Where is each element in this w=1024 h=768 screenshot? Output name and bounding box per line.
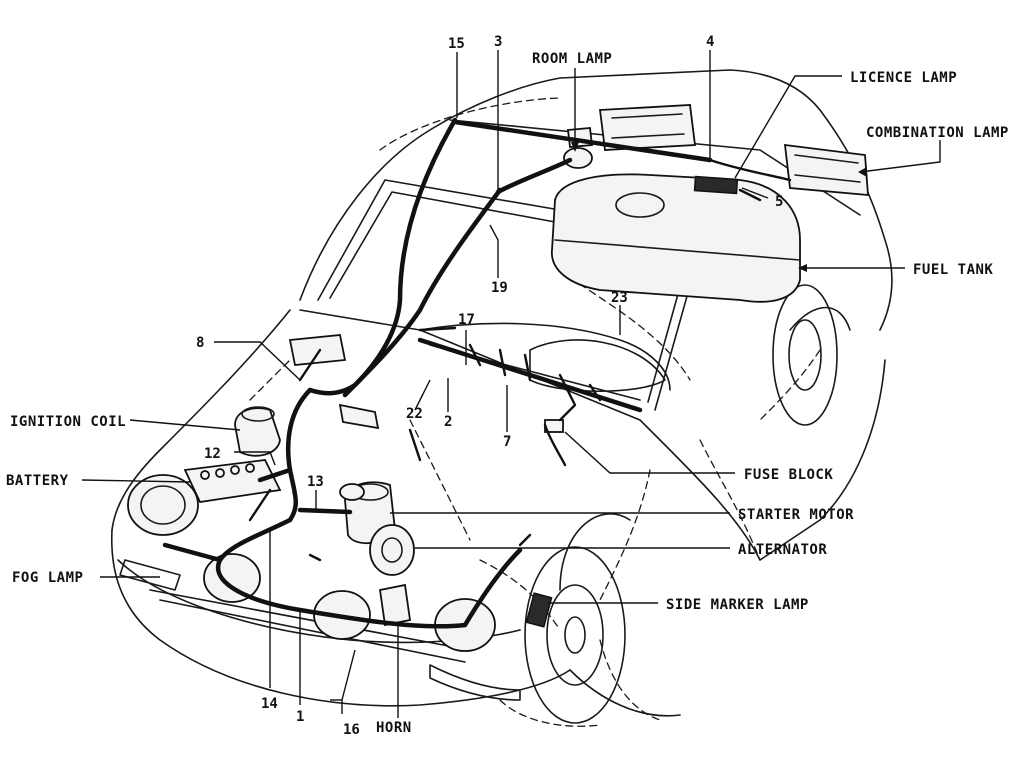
label-side-marker-lamp: SIDE MARKER LAMP (666, 597, 809, 613)
callout-2: 2 (444, 414, 452, 430)
callout-16: 16 (343, 722, 360, 738)
label-fuel-tank: FUEL TANK (913, 262, 993, 278)
callout-17: 17 (458, 312, 475, 328)
text-labels: ROOM LAMP LICENCE LAMP COMBINATION LAMP … (6, 51, 1009, 736)
dashboard (419, 322, 671, 401)
callout-4: 4 (706, 34, 714, 50)
fuel-tank (551, 173, 801, 303)
label-combination-lamp: COMBINATION LAMP (866, 125, 1009, 141)
distributor (339, 483, 365, 501)
callout-1: 1 (296, 709, 304, 725)
label-ignition-coil: IGNITION COIL (10, 414, 126, 430)
label-horn: HORN (376, 720, 412, 736)
combination-lamp (783, 143, 869, 196)
label-starter-motor: STARTER MOTOR (738, 507, 854, 523)
callout-5: 5 (775, 194, 783, 210)
callout-7: 7 (503, 434, 511, 450)
label-room-lamp: ROOM LAMP (532, 51, 612, 67)
label-licence-lamp: LICENCE LAMP (850, 70, 957, 86)
front-wheel (524, 546, 626, 724)
horn (378, 583, 412, 627)
licence-lamp (693, 175, 739, 195)
wiper-motor (338, 403, 380, 430)
callout-8: 8 (196, 335, 204, 351)
callout-13: 13 (307, 474, 324, 490)
label-alternator: ALTERNATOR (738, 542, 827, 558)
rear-combination-lamp-left (598, 104, 697, 151)
callout-19: 19 (491, 280, 508, 296)
callout-22: 22 (406, 406, 423, 422)
ignition-coil (234, 406, 281, 457)
callout-numbers: 15 3 4 5 19 23 17 8 22 2 7 12 13 14 1 16 (196, 34, 783, 738)
callout-14: 14 (261, 696, 278, 712)
fog-lamp (127, 474, 199, 536)
side-marker-lamp (525, 592, 553, 628)
room-lamp (563, 127, 594, 169)
car-body-outline (110, 69, 893, 717)
callout-15: 15 (448, 36, 465, 52)
branch-wires (248, 158, 792, 562)
headlamps (203, 553, 496, 652)
battery (183, 459, 282, 503)
leader-lines (81, 50, 941, 718)
voltage-regulator (288, 334, 347, 366)
alternator (369, 524, 415, 576)
rear-wheel (772, 284, 838, 426)
battery-cells (200, 463, 255, 480)
callout-12: 12 (204, 446, 221, 462)
label-battery: BATTERY (6, 473, 69, 489)
hidden-lines (249, 97, 821, 727)
label-fuse-block: FUSE BLOCK (744, 467, 833, 483)
main-harness (162, 117, 713, 629)
callout-23: 23 (611, 290, 628, 306)
label-fog-lamp: FOG LAMP (12, 570, 83, 586)
callout-3: 3 (494, 34, 502, 50)
